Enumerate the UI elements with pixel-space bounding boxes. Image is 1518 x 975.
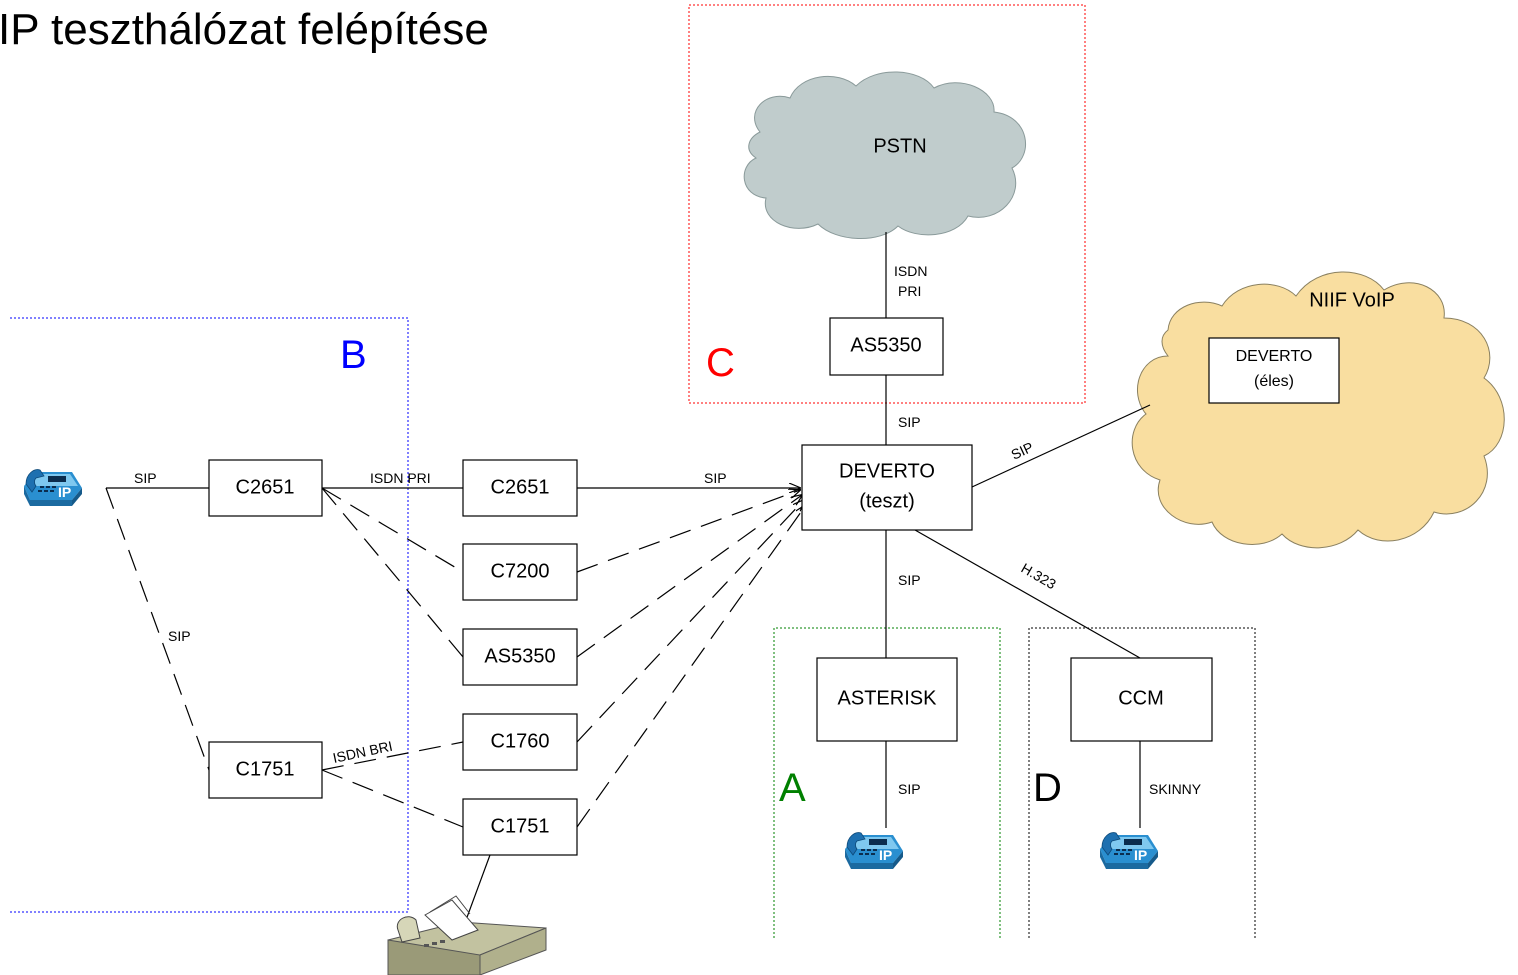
c1751-mid-node: C1751 (462, 798, 578, 856)
svg-text:DEVERTO: DEVERTO (1236, 348, 1313, 365)
page-title: IP teszthálózat felépítése (0, 5, 489, 54)
c1751-fax-link (465, 854, 491, 921)
zone-b-border (10, 317, 409, 913)
as5350-mid-node: AS5350 (462, 628, 578, 686)
as5350-deverto-dashed-link (576, 495, 802, 658)
svg-text:AS5350: AS5350 (850, 334, 921, 356)
svg-text:C2651: C2651 (236, 476, 295, 498)
svg-text:CCM: CCM (1118, 687, 1164, 709)
c2651-as5350-link (321, 487, 464, 658)
sip-as5350-label: SIP (898, 414, 921, 430)
zone-c-label: C (706, 341, 735, 385)
ip-phone-icon (23, 469, 83, 507)
zone-c-border (688, 4, 1086, 404)
pstn-cloud-icon: PSTN (743, 71, 1026, 239)
c1760-deverto-link (576, 500, 804, 743)
svg-text:C2651: C2651 (491, 476, 550, 498)
c7200-deverto-link (576, 490, 800, 573)
h323-label: H.323 (1019, 560, 1060, 593)
isdn-pri-label-line2: PRI (898, 283, 921, 299)
ccm-node: CCM (1070, 657, 1213, 742)
sip-c2651-deverto-label: SIP (704, 470, 727, 486)
c1751-c1760-link (321, 741, 464, 771)
deverto-eles-node: DEVERTO (éles) (1208, 337, 1340, 404)
as5350-top-node: AS5350 (829, 317, 944, 376)
niif-voip-label: NIIF VoIP (1309, 289, 1395, 311)
sip-phone-c1751-label: SIP (168, 628, 191, 644)
zone-d-label: D (1033, 766, 1062, 810)
zone-a-label: A (779, 766, 806, 810)
svg-text:C7200: C7200 (491, 560, 550, 582)
c2651-mid-node: C2651 (462, 459, 578, 517)
svg-text:DEVERTO: DEVERTO (839, 460, 935, 482)
isdn-pri-label-line1: ISDN (894, 263, 927, 279)
ip-phone-icon (1099, 832, 1159, 870)
c2651-c7200-link (321, 487, 464, 573)
svg-text:AS5350: AS5350 (484, 645, 555, 667)
zone-b-label: B (340, 333, 367, 377)
asterisk-node: ASTERISK (816, 657, 958, 742)
c1760-node: C1760 (462, 713, 578, 771)
phone-c1751-link (105, 487, 210, 771)
fax-machine-icon (387, 895, 547, 975)
c1751-left-node: C1751 (208, 741, 323, 799)
svg-text:(teszt): (teszt) (859, 490, 915, 512)
pstn-label: PSTN (873, 135, 926, 157)
c1751-deverto-link (576, 505, 806, 828)
sip-phone-asterisk-label: SIP (898, 781, 921, 797)
deverto-teszt-node: DEVERTO (teszt) (801, 444, 973, 531)
niif-voip-cloud-icon: NIIF VoIP (1131, 271, 1505, 549)
c1751-c1751-link (321, 769, 464, 828)
svg-text:C1751: C1751 (236, 758, 295, 780)
svg-text:C1760: C1760 (491, 730, 550, 752)
c2651-left-node: C2651 (208, 459, 323, 517)
skinny-label: SKINNY (1149, 781, 1202, 797)
c7200-node: C7200 (462, 543, 578, 601)
isdn-pri-b-label: ISDN PRI (370, 470, 431, 486)
ip-phone-icon (844, 832, 904, 870)
deverto-niif-link (971, 404, 1151, 488)
svg-text:C1751: C1751 (491, 815, 550, 837)
deverto-ccm-link (914, 529, 1141, 659)
sip-phone-c2651-label: SIP (134, 470, 157, 486)
sip-asterisk-label: SIP (898, 572, 921, 588)
svg-text:ASTERISK: ASTERISK (838, 687, 938, 709)
svg-text:(éles): (éles) (1254, 373, 1294, 390)
